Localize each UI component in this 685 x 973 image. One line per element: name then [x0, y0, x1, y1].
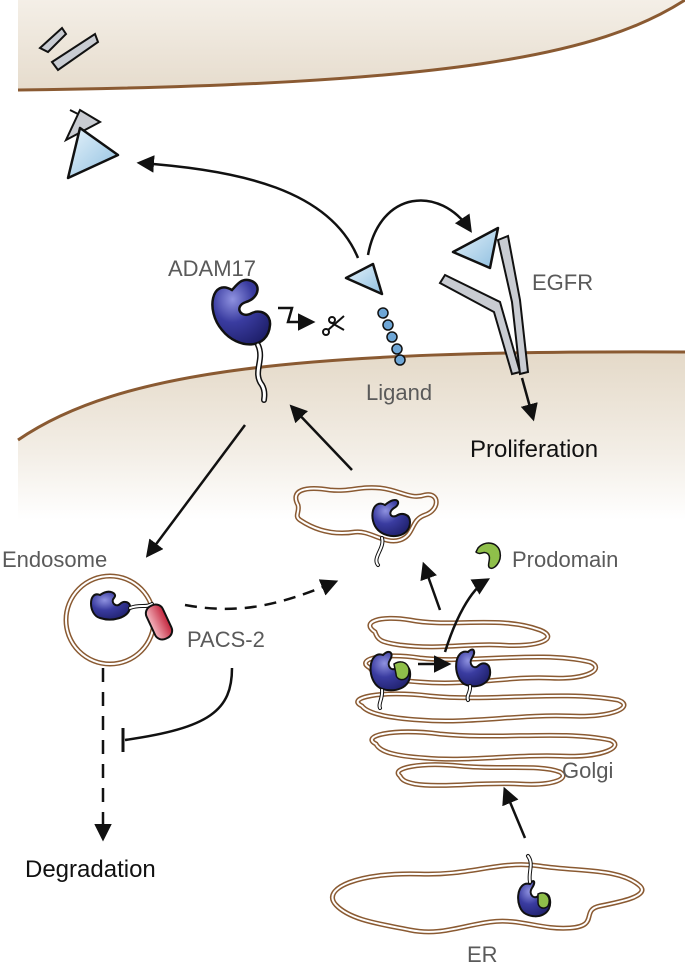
adam17-with-prodomain-golgi: [369, 650, 412, 710]
prodomain-fragment: [475, 542, 502, 570]
arrow-golgi-to-vesicle: [420, 561, 442, 611]
label-adam17: ADAM17: [168, 256, 256, 281]
label-prodomain: Prodomain: [512, 547, 618, 572]
adam17-mature-golgi: [455, 648, 492, 702]
membrane-ligand: [344, 262, 406, 366]
endosome: [63, 573, 157, 667]
label-endosome: Endosome: [2, 547, 107, 572]
pacs2-inhibition: [124, 667, 234, 742]
label-proliferation: Proliferation: [470, 436, 598, 463]
egfr-receptor-top: [38, 26, 103, 143]
top-cell-membrane: [17, 0, 685, 92]
label-ligand: Ligand: [366, 380, 432, 405]
secretory-vesicle: [293, 485, 439, 567]
golgi-apparatus: [355, 615, 627, 788]
arrow-to-prodomain: [443, 578, 491, 653]
arrow-adam17-to-endosome: [145, 424, 247, 558]
ligand-released-top: [66, 126, 120, 180]
label-er: ER: [467, 942, 498, 967]
arrow-er-to-golgi: [502, 786, 527, 839]
label-degradation: Degradation: [25, 856, 156, 883]
label-egfr: EGFR: [532, 270, 593, 295]
pacs2-protein: [144, 603, 174, 641]
arrow-endosome-to-vesicle: [184, 579, 339, 611]
label-golgi: Golgi: [562, 758, 613, 783]
label-pacs2: PACS-2: [187, 627, 265, 652]
arrow-egfr-to-proliferation: [520, 377, 538, 422]
arrow-adam17-cleavage: [278, 306, 316, 331]
bottom-cell-membrane: [17, 350, 685, 520]
arrow-ligand-to-top-cell: [136, 155, 360, 259]
arrow-ligand-to-egfr: [366, 199, 472, 256]
adam17-protein: [211, 278, 272, 403]
adam17-er: [517, 854, 552, 918]
egfr-receptor-bottom: [438, 226, 530, 376]
endoplasmic-reticulum: [330, 862, 645, 935]
scissors-icon: [322, 315, 345, 336]
arrow-vesicle-to-membrane: [289, 404, 353, 471]
